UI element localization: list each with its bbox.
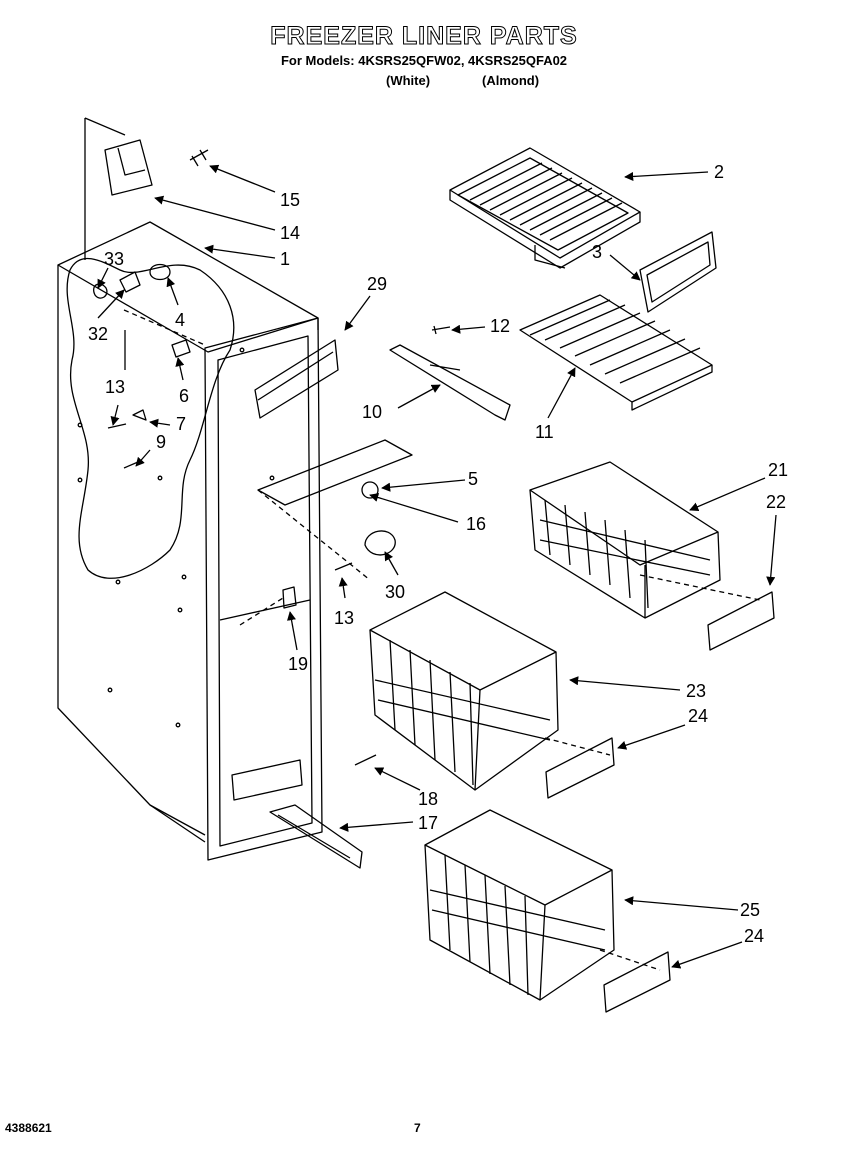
variant-almond: (Almond) — [482, 73, 540, 88]
part-29-trim — [254, 339, 339, 419]
part-11-wire-shelf — [519, 294, 713, 411]
callout-label: 18 — [418, 789, 438, 809]
part-6-clip — [171, 339, 191, 358]
part-25-basket — [424, 809, 615, 1001]
part-2-shelf — [449, 147, 641, 269]
callout-label: 2 — [714, 162, 724, 182]
callout-label: 30 — [385, 582, 405, 602]
callout-labels: 2 3 15 14 1 33 4 32 29 12 6 13 7 10 11 9… — [88, 162, 788, 946]
callout-label: 32 — [88, 324, 108, 344]
part-13-screw-a — [107, 423, 127, 429]
leader-lines — [97, 164, 777, 969]
callout-label: 13 — [105, 377, 125, 397]
callout-label: 4 — [175, 310, 185, 330]
callout-label: 3 — [592, 242, 602, 262]
part-23-basket — [369, 591, 559, 791]
callout-label: 29 — [367, 274, 387, 294]
page-title: FREEZER LINER PARTS — [270, 22, 578, 51]
part-4-knob — [149, 263, 171, 281]
part-19-clip — [282, 586, 297, 609]
variant-white: (White) — [386, 73, 431, 88]
callout-label: 25 — [740, 900, 760, 920]
part-5-bracket — [257, 439, 413, 506]
part-13-screw-b — [334, 562, 353, 571]
callout-label: 10 — [362, 402, 382, 422]
part-33-bulb — [93, 283, 108, 299]
part-22-trim — [707, 591, 775, 651]
callout-label: 6 — [179, 386, 189, 406]
callout-label: 1 — [280, 249, 290, 269]
callout-label: 13 — [334, 608, 354, 628]
callout-label: 33 — [104, 249, 124, 269]
callout-label: 5 — [468, 469, 478, 489]
part-10-rail — [389, 344, 511, 421]
part-24-trim-lower — [603, 951, 671, 1013]
callout-label: 14 — [280, 223, 300, 243]
document-number: 4388621 — [5, 1121, 52, 1135]
callout-label: 22 — [766, 492, 786, 512]
part-17-grille — [269, 804, 363, 869]
callout-label: 9 — [156, 432, 166, 452]
part-15-screw — [189, 149, 209, 167]
callout-label: 24 — [744, 926, 764, 946]
part-32-socket — [119, 271, 141, 293]
part-12-screw — [431, 325, 451, 335]
models-line: For Models: 4KSRS25QFW02, 4KSRS25QFA02 — [280, 53, 568, 68]
callout-label: 24 — [688, 706, 708, 726]
callout-label: 11 — [535, 422, 554, 442]
part-18-screw — [354, 754, 377, 766]
part-30-housing — [364, 530, 396, 556]
callout-label: 7 — [176, 414, 186, 434]
callout-label: 19 — [288, 654, 308, 674]
callout-label: 15 — [280, 190, 300, 210]
callout-label: 17 — [418, 813, 438, 833]
callout-label: 23 — [686, 681, 706, 701]
page-number: 7 — [414, 1121, 421, 1135]
callout-label: 16 — [466, 514, 486, 534]
callout-label: 21 — [768, 460, 788, 480]
part-14-bracket — [104, 139, 153, 196]
part-3-shelf-trim — [639, 231, 717, 313]
part-7-clip — [132, 409, 147, 421]
callout-label: 12 — [490, 316, 510, 336]
part-9-screw — [123, 461, 139, 469]
part-21-basket — [529, 461, 721, 619]
